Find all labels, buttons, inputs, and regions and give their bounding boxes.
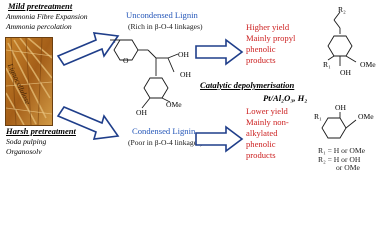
bottom-product-r1-label: R₁ [314,112,322,121]
top-product-line-2: Mainly propyl [246,33,296,43]
process-conditions: Pt/Al₂O₃, H₂ [263,93,308,103]
top-product-r1-label: R₁ [323,60,331,69]
top-product-line-1: Higher yield [246,22,290,32]
condensed-to-products-arrow [195,125,244,153]
diagram-graphics [56,11,357,153]
uncondensed-lignin-detail: (Rich in β-O-4 linkages) [128,22,203,31]
lignin-dimer-structure [110,39,179,109]
lignin-ether-o-label: O [123,56,129,65]
lignin-bottom-ome-label: OMe [166,100,182,109]
lignin-oh-label-1: OH [178,50,189,59]
lignocellulose-biomass-image: Lignocellulose [5,37,53,126]
non-alkylated-phenol-structure [321,112,357,139]
top-product-oh-label: OH [340,68,351,77]
uncondensed-to-products-arrow [195,38,244,66]
lignin-bottom-oh-label: OH [136,108,147,117]
harsh-pretreatment-title: Harsh pretreatment [6,126,76,136]
condensed-lignin-title: Condensed Lignin [132,126,196,136]
bottom-product-line-2: Mainly non- [246,117,289,127]
mild-pretreatment-method-1: Ammonia Fibre Expansion [6,12,88,21]
condensed-lignin-detail: (Poor in β-O-4 linkages) [128,138,203,147]
harsh-pretreatment-method-2: Organosolv [6,147,42,156]
bottom-product-ome-label: OMe [358,112,374,121]
top-product-ome-label: OMe [360,60,376,69]
mild-to-uncondensed-arrow [56,32,120,66]
bottom-product-line-3: alkylated [246,128,278,138]
top-product-line-4: products [246,55,276,65]
mild-pretreatment-method-2: Ammonia percolation [6,22,72,31]
harsh-pretreatment-method-1: Soda pulping [6,137,47,146]
bottom-product-oh-label: OH [335,103,346,112]
process-title: Catalytic depolymerisation [200,80,295,90]
top-product-r2-label: R₂ [338,5,346,14]
lignin-oh-label-2: OH [180,70,191,79]
r2-definition: R₂ = H or OH [318,155,361,164]
mild-pretreatment-title: Mild pretreatment [8,1,73,11]
bottom-product-line-4: phenolic [246,139,276,149]
top-product-line-3: phenolic [246,44,276,54]
uncondensed-lignin-title: Uncondensed Lignin [126,10,198,20]
r2-definition-continued: or OMe [336,163,360,172]
propyl-phenol-structure [327,11,357,66]
harsh-to-condensed-arrow [56,106,120,140]
bottom-product-line-5: products [246,150,276,160]
r1-definition: R₁ = H or OMe [318,146,366,155]
bottom-product-line-1: Lower yield [246,106,288,116]
